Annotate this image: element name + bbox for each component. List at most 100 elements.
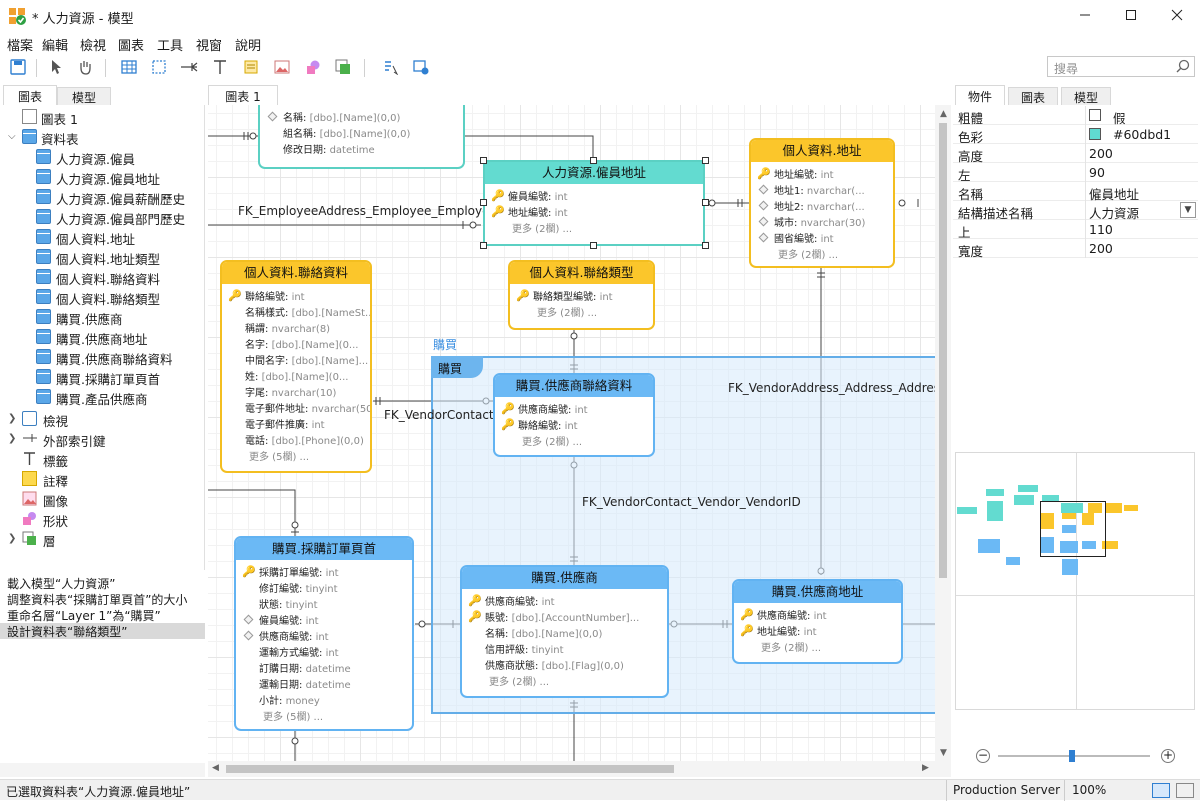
chevron-right-icon[interactable]: ❯	[8, 413, 17, 424]
column-row[interactable]: 電子郵件地址: nvarchar(50)	[222, 400, 370, 416]
column-row[interactable]: 🔑地址編號: int	[485, 204, 703, 220]
menu-help[interactable]: 說明	[235, 39, 262, 54]
tab-object[interactable]: 物件	[955, 85, 1005, 106]
panel-layout-icon[interactable]	[1152, 783, 1170, 798]
more-columns[interactable]: 更多 (2欄) ...	[761, 643, 822, 654]
column-row[interactable]: 地址2: nvarchar(...	[751, 198, 893, 214]
save-icon[interactable]	[8, 57, 28, 77]
column-row[interactable]: 組名稱: [dbo].[Name](0,0)	[260, 125, 463, 141]
column-row[interactable]: 修改日期: datetime	[260, 141, 463, 157]
column-row[interactable]: 🔑聯絡類型編號: int	[510, 288, 653, 304]
chevron-down-icon[interactable]: ⌵	[8, 131, 16, 142]
column-row[interactable]: 名稱: [dbo].[Name](0,0)	[462, 625, 667, 641]
minimap-viewport[interactable]	[1040, 501, 1106, 557]
property-value[interactable]: 僱員地址	[1089, 187, 1140, 202]
more-columns[interactable]: 更多 (2欄) ...	[537, 308, 598, 319]
tab-right-model[interactable]: 模型	[1061, 87, 1111, 106]
layer-tab[interactable]	[431, 356, 483, 378]
tree-table-item[interactable]: 人力資源.僱員	[0, 147, 205, 167]
tree-layers-group[interactable]: ❯ 層	[8, 531, 56, 549]
note-tool-icon[interactable]	[241, 57, 261, 77]
tree-table-item[interactable]: 購買.供應商聯絡資料	[0, 347, 205, 367]
menu-view[interactable]: 檢視	[80, 39, 107, 54]
minimize-button[interactable]	[1062, 0, 1108, 30]
diagram-canvas[interactable]: 購買 購買 FK_EmployeeAddress_Employee_Employ…	[208, 105, 935, 761]
column-row[interactable]: 🔑聯絡編號: int	[222, 288, 370, 304]
column-row[interactable]: 🔑供應商編號: int	[462, 593, 667, 609]
color-swatch[interactable]	[1089, 128, 1101, 140]
fk-label[interactable]: FK_VendorContact_Vendor_VendorID	[582, 495, 801, 509]
property-value[interactable]: 人力資源	[1089, 206, 1140, 221]
tab-model[interactable]: 模型	[57, 87, 111, 106]
property-row[interactable]: 粗體假	[953, 106, 1198, 126]
close-button[interactable]	[1154, 0, 1200, 30]
column-row[interactable]: 運輸方式編號: int	[236, 644, 412, 660]
tab-canvas-diagram[interactable]: 圖表 1	[208, 85, 278, 106]
property-value[interactable]: 假	[1113, 111, 1126, 126]
property-value[interactable]: #60dbd1	[1113, 127, 1172, 142]
shape-tool-icon[interactable]	[303, 57, 323, 77]
tree-foreign-keys-group[interactable]: ❯ 外部索引鍵	[8, 433, 106, 449]
auto-layout-icon[interactable]	[381, 57, 401, 77]
property-value[interactable]: 110	[1089, 222, 1113, 237]
more-columns[interactable]: 更多 (2欄) ...	[522, 437, 583, 448]
entity-vendor[interactable]: 購買.供應商 🔑供應商編號: int🔑賬號: [dbo].[AccountNum…	[460, 565, 669, 698]
column-row[interactable]: 狀態: tinyint	[236, 596, 412, 612]
chevron-right-icon[interactable]: ❯	[8, 533, 17, 544]
history-item-selected[interactable]: 設計資料表“聯絡類型”	[0, 623, 205, 639]
tree-table-item[interactable]: 個人資料.聯絡類型	[0, 287, 205, 307]
column-row[interactable]: 名稱: [dbo].[Name](0,0)	[260, 109, 463, 125]
column-row[interactable]: 姓: [dbo].[Name](0...	[222, 368, 370, 384]
fk-label[interactable]: FK_VendorContact	[384, 408, 494, 422]
menu-edit[interactable]: 編輯	[42, 39, 69, 54]
column-row[interactable]: 電話: [dbo].[Phone](0,0)	[222, 432, 370, 448]
tab-diagram[interactable]: 圖表	[3, 85, 57, 106]
history-item[interactable]: 調整資料表“採購訂單頁首”的大小	[7, 593, 188, 607]
tree-diagram[interactable]: 圖表 1	[0, 107, 205, 127]
more-columns[interactable]: 更多 (2欄) ...	[489, 677, 550, 688]
column-row[interactable]: 城市: nvarchar(30)	[751, 214, 893, 230]
column-row[interactable]: 小計: money	[236, 692, 412, 708]
properties-tool-icon[interactable]	[411, 57, 431, 77]
column-row[interactable]: 🔑採購訂單編號: int	[236, 564, 412, 580]
column-row[interactable]: 供應商編號: int	[236, 628, 412, 644]
column-row[interactable]: 供應商狀態: [dbo].[Flag](0,0)	[462, 657, 667, 673]
tree-table-item[interactable]: 購買.供應商地址	[0, 327, 205, 347]
tree-images-group[interactable]: 圖像	[0, 489, 205, 509]
column-row[interactable]: 🔑聯絡編號: int	[495, 417, 653, 433]
image-tool-icon[interactable]	[272, 57, 292, 77]
vertical-scrollbar[interactable]: ▲ ▼	[935, 105, 951, 777]
entity-table-partial[interactable]: 名稱: [dbo].[Name](0,0)組名稱: [dbo].[Name](0…	[258, 105, 465, 169]
panel-layout-alt-icon[interactable]	[1176, 783, 1194, 798]
property-row[interactable]: 色彩#60dbd1	[953, 125, 1198, 145]
tree-table-item[interactable]: 人力資源.僱員部門歷史	[0, 207, 205, 227]
column-row[interactable]: 名稱樣式: [dbo].[NameSt...	[222, 304, 370, 320]
menu-file[interactable]: 檔案	[7, 39, 34, 54]
tree-shapes-group[interactable]: 形狀	[0, 509, 205, 529]
tree-labels-group[interactable]: 標籤	[0, 449, 205, 469]
column-row[interactable]: 運輸日期: datetime	[236, 676, 412, 692]
column-row[interactable]: 🔑地址編號: int	[751, 166, 893, 182]
layer-tool-icon[interactable]	[333, 57, 353, 77]
left-scrollbar[interactable]	[0, 763, 205, 777]
tree-table-item[interactable]: 購買.供應商	[0, 307, 205, 327]
tree-notes-group[interactable]: 註釋	[0, 469, 205, 489]
horizontal-scrollbar[interactable]: ◀ ▶	[208, 761, 935, 777]
column-row[interactable]: 信用評級: tinyint	[462, 641, 667, 657]
property-value[interactable]: 90	[1089, 165, 1105, 180]
column-row[interactable]: 🔑賬號: [dbo].[AccountNumber]...	[462, 609, 667, 625]
property-row[interactable]: 名稱僱員地址	[953, 182, 1198, 202]
column-row[interactable]: 稱謂: nvarchar(8)	[222, 320, 370, 336]
view-tool-icon[interactable]	[149, 57, 169, 77]
column-row[interactable]: 名字: [dbo].[Name](0...	[222, 336, 370, 352]
search-input[interactable]: 搜尋	[1047, 56, 1195, 77]
tree-tables-group[interactable]: ⌵ 資料表	[8, 129, 79, 147]
menu-window[interactable]: 視窗	[196, 39, 223, 54]
